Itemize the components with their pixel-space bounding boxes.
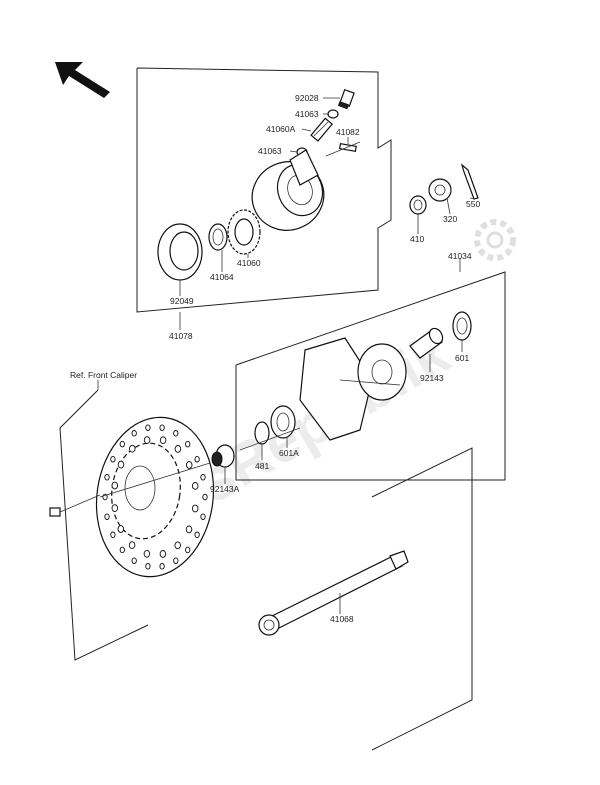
label-41068: 41068 <box>330 614 354 624</box>
disc-hole <box>110 531 116 539</box>
leader-lines <box>97 97 476 614</box>
rotor-group-frame <box>59 389 149 661</box>
label-41064: 41064 <box>210 272 234 282</box>
gear-watermark-icon <box>474 219 516 261</box>
part-601A-bearing <box>270 405 296 439</box>
label-92049: 92049 <box>170 296 194 306</box>
part-41060-gear <box>227 209 261 255</box>
disc-hole <box>143 549 151 558</box>
part-41082-pin <box>338 142 357 153</box>
disc-hole <box>129 444 136 453</box>
disc-hole <box>117 525 125 533</box>
disc-hole <box>185 546 191 554</box>
label-41060A: 41060A <box>266 124 296 134</box>
part-hub-body <box>299 337 407 441</box>
disc-hole <box>202 493 208 501</box>
part-41060A-joint <box>310 117 333 142</box>
label-41078: 41078 <box>169 331 193 341</box>
part-disc-bolt <box>49 494 101 517</box>
part-41064-washer <box>208 223 228 251</box>
disc-hole <box>131 430 137 437</box>
disc-hole <box>185 461 193 469</box>
part-41068-axle <box>258 550 409 636</box>
label-41082: 41082 <box>336 127 360 137</box>
disc-hole <box>200 474 206 481</box>
label-92143A: 92143A <box>210 484 240 494</box>
label-481: 481 <box>255 461 269 471</box>
disc-hole <box>110 455 116 463</box>
label-ref-front-caliper: Ref. Front Caliper <box>70 370 137 380</box>
label-550: 550 <box>466 199 480 209</box>
disc-hole <box>111 504 119 512</box>
disc-hole <box>159 563 165 570</box>
label-41060: 41060 <box>237 258 261 268</box>
disc-hole <box>191 504 199 513</box>
disc-hole <box>174 541 181 550</box>
disc-hole <box>185 525 193 534</box>
label-320: 320 <box>443 214 457 224</box>
label-601: 601 <box>455 353 469 363</box>
label-41063-lower: 41063 <box>258 146 282 156</box>
disc-hole <box>119 440 125 448</box>
disc-hole <box>159 424 165 431</box>
direction-arrow-icon <box>55 62 110 98</box>
disc-hole <box>185 440 191 448</box>
label-92143: 92143 <box>420 373 444 383</box>
disc-hole <box>200 513 206 520</box>
part-550-cotter-pin <box>460 163 479 200</box>
part-481-ring <box>254 421 270 445</box>
label-41034: 41034 <box>448 251 472 261</box>
disc-hole <box>143 436 151 444</box>
part-92143-collar <box>409 327 444 359</box>
label-410: 410 <box>410 234 424 244</box>
part-320-castle-nut <box>428 178 452 202</box>
disc-hole <box>145 424 151 431</box>
disc-hole <box>194 531 200 539</box>
disc-hole <box>128 541 136 549</box>
brake-disc-holes <box>102 424 208 570</box>
label-601A: 601A <box>279 448 299 458</box>
part-41063-upper-washer <box>327 109 339 119</box>
disc-hole <box>111 481 119 490</box>
disc-hole <box>119 546 125 554</box>
label-92028: 92028 <box>295 93 319 103</box>
disc-hole <box>173 430 179 437</box>
upper-group-frame <box>136 67 392 313</box>
disc-hole <box>159 550 167 558</box>
middle-group-frame <box>235 271 506 481</box>
callout-labels: 92028 41063 41060A 41082 41063 550 320 4… <box>70 93 480 624</box>
label-41063-upper: 41063 <box>295 109 319 119</box>
part-gearbox-housing <box>251 149 325 231</box>
axle-group-frame <box>371 447 473 751</box>
disc-hole <box>174 445 182 453</box>
disc-hole <box>104 513 110 520</box>
part-601-bearing <box>452 311 472 341</box>
part-410-washer <box>409 195 427 215</box>
disc-hole <box>173 557 179 564</box>
disc-hole <box>194 455 200 463</box>
part-92028-nipple <box>337 88 355 110</box>
part-92049-oil-seal <box>157 223 203 281</box>
part-brake-disc <box>95 416 215 578</box>
disc-hole <box>145 563 151 570</box>
disc-hole <box>117 460 125 469</box>
disc-hole <box>104 474 110 481</box>
disc-hole <box>131 557 137 564</box>
disc-hole <box>159 436 167 445</box>
disc-hole <box>191 482 199 490</box>
